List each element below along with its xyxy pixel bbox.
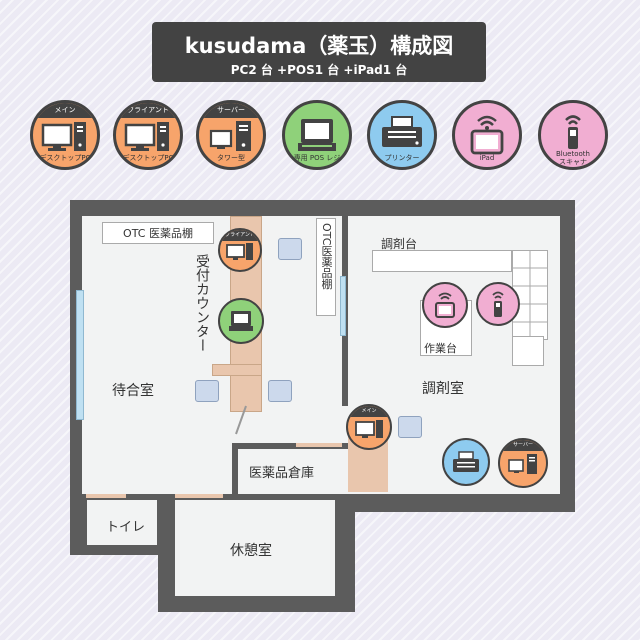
break-room-door bbox=[175, 494, 223, 498]
desktop-pc-icon bbox=[355, 420, 383, 438]
legend-server-label: タワー型 bbox=[217, 154, 245, 162]
legend-main-pc-label: デスクトップPC bbox=[39, 154, 91, 162]
device-client-pc-header: クライアント bbox=[225, 232, 255, 238]
legend-bluetooth-scanner: Bluetooth スキャナ bbox=[538, 100, 608, 170]
dispensing-counter-label: 調剤台 bbox=[381, 237, 418, 251]
legend-client-pc: クライアント デスクトップPC bbox=[113, 100, 183, 170]
counter-gate bbox=[235, 405, 247, 435]
legend-server: サーバー タワー型 bbox=[196, 100, 266, 170]
otc-shelf-vertical: OTC医薬品棚 bbox=[316, 218, 336, 316]
reception-counter-label: 受付カウンター bbox=[194, 254, 210, 352]
toilet-door bbox=[86, 494, 126, 498]
legend-ipad: iPad bbox=[452, 100, 522, 170]
work-table-label: 作業台 bbox=[424, 342, 457, 355]
tower-server-icon bbox=[508, 454, 537, 474]
legend-server-header: サーバー bbox=[217, 106, 245, 114]
chair bbox=[268, 380, 292, 402]
device-printer bbox=[442, 438, 490, 486]
window-inner bbox=[340, 276, 346, 336]
device-server-header: サーバー bbox=[513, 442, 533, 448]
break-room-label: 休憩室 bbox=[230, 543, 272, 559]
chair bbox=[398, 416, 422, 438]
device-server: サーバー bbox=[498, 438, 548, 488]
title-main: kusudama（薬玉）構成図 bbox=[184, 34, 454, 58]
reception-counter-ledge bbox=[212, 364, 262, 376]
desktop-pc-icon bbox=[124, 122, 169, 151]
ipad-icon bbox=[470, 115, 504, 155]
title-banner: kusudama（薬玉）構成図 PC2 台 +POS1 台 +iPad1 台 bbox=[152, 22, 486, 82]
break-room bbox=[175, 500, 335, 596]
device-pos bbox=[218, 298, 264, 344]
device-client-pc: クライアント bbox=[218, 228, 262, 272]
window-left bbox=[76, 290, 84, 420]
legend-client-pc-label: デスクトップPC bbox=[122, 154, 174, 162]
title-subtitle: PC2 台 +POS1 台 +iPad1 台 bbox=[230, 63, 408, 77]
desktop-pc-icon bbox=[226, 243, 253, 260]
otc-shelf-top: OTC 医薬品棚 bbox=[102, 222, 214, 244]
printer-icon bbox=[453, 451, 479, 472]
desktop-pc-icon bbox=[41, 122, 86, 151]
legend-printer-label: プリンター bbox=[384, 154, 420, 162]
legend-main-pc-header: メイン bbox=[54, 106, 76, 114]
pos-register-icon bbox=[298, 119, 336, 151]
toilet-label: トイレ bbox=[106, 520, 146, 535]
legend-printer: プリンター bbox=[367, 100, 437, 170]
otc-shelf-vertical-label: OTC医薬品棚 bbox=[320, 223, 333, 290]
printer-icon bbox=[382, 116, 422, 147]
legend-pos-label: 専用 POS レジ bbox=[293, 154, 341, 162]
device-main-pc-header: メイン bbox=[361, 408, 377, 414]
device-bluetooth-scanner bbox=[476, 282, 520, 326]
legend-client-pc-header: クライアント bbox=[127, 106, 169, 114]
chair bbox=[195, 380, 219, 402]
legend-main-pc: メイン デスクトップPC bbox=[30, 100, 100, 170]
otc-shelf-top-label: OTC 医薬品棚 bbox=[123, 227, 193, 240]
waiting-room-label: 待合室 bbox=[112, 383, 154, 399]
ipad-icon bbox=[435, 292, 455, 318]
chair bbox=[278, 238, 302, 260]
pos-register-icon bbox=[229, 311, 253, 331]
device-ipad bbox=[422, 282, 468, 328]
tower-server-icon bbox=[209, 121, 251, 151]
bluetooth-scanner-icon bbox=[565, 115, 581, 149]
toilet-room bbox=[87, 500, 157, 545]
storage-door bbox=[296, 443, 342, 447]
storage-label: 医薬品倉庫 bbox=[249, 466, 315, 481]
bluetooth-scanner-icon bbox=[492, 291, 504, 317]
dispensing-room-label: 調剤室 bbox=[422, 381, 464, 397]
device-main-pc: メイン bbox=[346, 404, 392, 450]
legend-bluetooth-scanner-label: Bluetooth スキャナ bbox=[556, 150, 590, 166]
legend-ipad-label: iPad bbox=[479, 154, 495, 162]
legend-pos: 専用 POS レジ bbox=[282, 100, 352, 170]
storage-room bbox=[238, 450, 340, 490]
